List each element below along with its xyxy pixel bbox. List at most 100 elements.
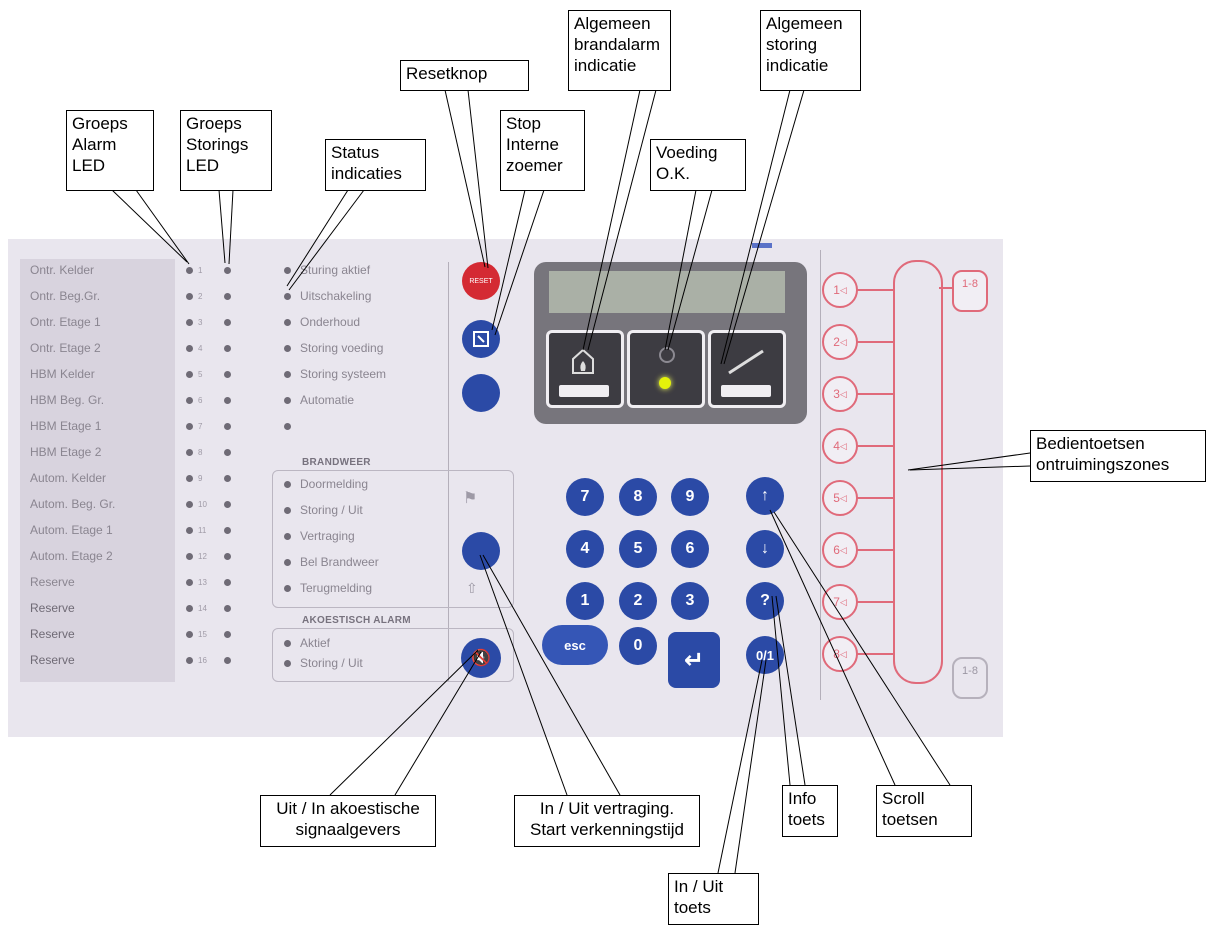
evacuation-zone-button[interactable]: 3◁ xyxy=(822,376,858,412)
group-alarm-led xyxy=(186,475,193,482)
zone-number: 3 xyxy=(198,318,203,327)
zone-number: 10 xyxy=(198,500,207,509)
group-alarm-led xyxy=(186,527,193,534)
key-1-button[interactable]: 1 xyxy=(566,582,604,620)
key-2-button[interactable]: 2 xyxy=(619,582,657,620)
zone-button-label: 2 xyxy=(833,335,840,349)
zone-number: 14 xyxy=(198,604,207,613)
group-fault-led xyxy=(224,527,231,534)
terugmelding-symbol-icon: ⇧ xyxy=(466,580,478,596)
group-fault-led xyxy=(224,345,231,352)
callout-text-line: storing xyxy=(766,35,818,54)
key-9-button[interactable]: 9 xyxy=(671,478,709,516)
zone-number: 7 xyxy=(198,422,203,431)
group-fault-led xyxy=(224,605,231,612)
brandweer-label: Storing / Uit xyxy=(300,503,363,517)
group-alarm-led xyxy=(186,267,193,274)
all-zones-silence-button[interactable]: 1-8 xyxy=(952,657,988,699)
bell-icon: ◁ xyxy=(839,284,847,295)
evacuation-zone-button[interactable]: 5◁ xyxy=(822,480,858,516)
brandweer-label: Vertraging xyxy=(300,529,355,543)
group-alarm-led xyxy=(186,553,193,560)
bell-icon: ◁ xyxy=(839,596,847,607)
key-7-button[interactable]: 7 xyxy=(566,478,604,516)
bell-icon: ◁ xyxy=(839,492,847,503)
bell-icon: ◁ xyxy=(839,440,847,451)
esc-button[interactable]: esc xyxy=(542,625,608,665)
key-0-button[interactable]: 0 xyxy=(619,627,657,665)
reset-button[interactable]: RESET xyxy=(462,262,500,300)
group-alarm-led xyxy=(186,319,193,326)
info-button[interactable]: ? xyxy=(746,582,784,620)
group-fault-led xyxy=(224,475,231,482)
callout-text-line: Start verkenningstijd xyxy=(529,820,685,839)
esc-label: esc xyxy=(564,637,586,653)
callout-text-line: indicaties xyxy=(331,164,402,183)
zone-number: 11 xyxy=(198,526,207,535)
callout-text-line: Groeps xyxy=(72,114,128,133)
zone-label: Reserve xyxy=(30,575,75,589)
bell-icon: ◁ xyxy=(839,388,847,399)
akoestisch-label: Storing / Uit xyxy=(300,656,363,670)
callout-text-line: Uit / In akoestische xyxy=(276,799,420,818)
zone-number: 13 xyxy=(198,578,207,587)
zone-label: Reserve xyxy=(30,653,75,667)
evacuation-zone-button[interactable]: 6◁ xyxy=(822,532,858,568)
enter-button[interactable]: ↵ xyxy=(668,632,720,688)
scroll-up-button[interactable]: ↑ xyxy=(746,477,784,515)
delay-button[interactable] xyxy=(462,532,500,570)
callout-text-line: indicatie xyxy=(766,56,829,75)
scroll-down-button[interactable]: ↓ xyxy=(746,530,784,568)
akoestisch-box xyxy=(272,628,514,682)
arrow-up-icon: ↑ xyxy=(761,487,769,504)
group-fault-led xyxy=(224,267,231,274)
status-led xyxy=(284,267,291,274)
zone-number: 15 xyxy=(198,630,207,639)
all-zones-evacuate-button[interactable]: 1-8 xyxy=(952,270,988,312)
zone-label: Reserve xyxy=(30,627,75,641)
key-8-button[interactable]: 8 xyxy=(619,478,657,516)
automatie-button[interactable] xyxy=(462,374,500,412)
bell-icon: ◁ xyxy=(839,336,847,347)
callout-vertraging: In / Uit vertraging.Start verkenningstij… xyxy=(514,795,700,847)
zone-label: Ontr. Etage 1 xyxy=(30,315,101,329)
group-alarm-led xyxy=(186,397,193,404)
key-5-button[interactable]: 5 xyxy=(619,530,657,568)
zone-button-label: 7 xyxy=(833,595,840,609)
callout-text-line: O.K. xyxy=(656,164,691,183)
callout-text-line: indicatie xyxy=(574,56,637,75)
group-fault-led xyxy=(224,423,231,430)
callout-text-line: toets xyxy=(788,810,825,829)
key-3-button[interactable]: 3 xyxy=(671,582,709,620)
group-fault-led xyxy=(224,319,231,326)
callout-text-line: signaalgevers xyxy=(295,820,401,839)
zone-label: Autom. Kelder xyxy=(30,471,107,485)
zone-button-label: 3 xyxy=(833,387,840,401)
akoestisch-led xyxy=(284,640,291,647)
group-fault-led xyxy=(224,449,231,456)
brandweer-led xyxy=(284,559,291,566)
status-label: Uitschakeling xyxy=(300,289,372,303)
key-4-button[interactable]: 4 xyxy=(566,530,604,568)
zone-button-label: 1 xyxy=(833,283,840,297)
stop-buzzer-button[interactable] xyxy=(462,320,500,358)
brandweer-led xyxy=(284,533,291,540)
fault-indicator xyxy=(708,330,786,408)
house-fire-icon xyxy=(572,348,594,374)
callout-text-line: zoemer xyxy=(506,156,563,175)
callout-text-line: Bedientoetsen xyxy=(1036,434,1145,453)
acoustic-toggle-button[interactable]: 🔇 xyxy=(461,638,501,678)
info-icon: ? xyxy=(760,592,770,609)
group-fault-led xyxy=(224,553,231,560)
brandweer-heading: BRANDWEER xyxy=(302,457,371,468)
callout-text-line: Info xyxy=(788,789,817,808)
zone-label: Ontr. Etage 2 xyxy=(30,341,101,355)
callout-text-line: Resetknop xyxy=(406,64,488,83)
zone-button-label: 5 xyxy=(833,491,840,505)
key-6-button[interactable]: 6 xyxy=(671,530,709,568)
group-alarm-led xyxy=(186,449,193,456)
